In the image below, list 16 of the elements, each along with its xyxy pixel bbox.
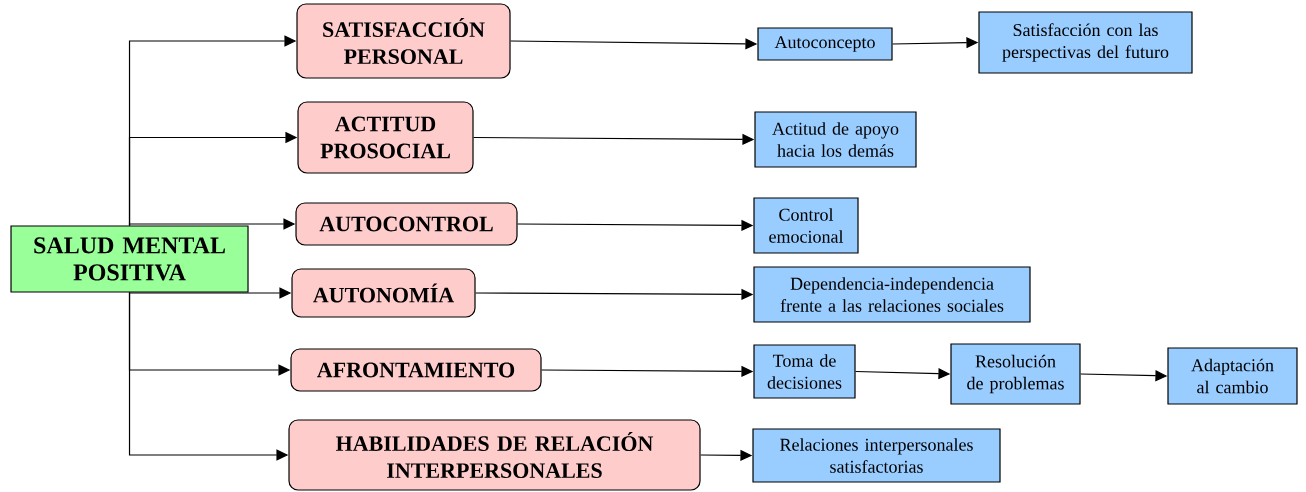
item-box: Actitud de apoyo hacia los demás [754, 111, 917, 168]
item-box: Control emocional [753, 197, 859, 254]
item-box: Toma de decisiones [753, 344, 856, 399]
category-box: AUTONOMÍA [291, 268, 476, 318]
item-box: Relaciones interpersonales satisfactorias [752, 428, 1001, 483]
item-box: Resolución de problemas [950, 343, 1081, 405]
item-box: Dependencia-independencia frente a las relaciones sociales [753, 266, 1031, 323]
item-box: Adaptación al cambio [1167, 347, 1298, 405]
item-box: Autoconcepto [757, 27, 893, 61]
category-box: ACTITUD PROSOCIAL [297, 101, 474, 174]
category-box: AUTOCONTROL [295, 202, 518, 246]
category-box: SATISFACCIÓN PERSONAL [296, 3, 511, 79]
item-box: Satisfacción con las perspectivas del futuro [978, 11, 1193, 74]
category-box: AFRONTAMIENTO [290, 348, 542, 392]
category-box: HABILIDADES DE RELACIÓN INTERPERSONALES [288, 419, 701, 491]
root-box: SALUD MENTAL POSITIVA [10, 225, 249, 293]
